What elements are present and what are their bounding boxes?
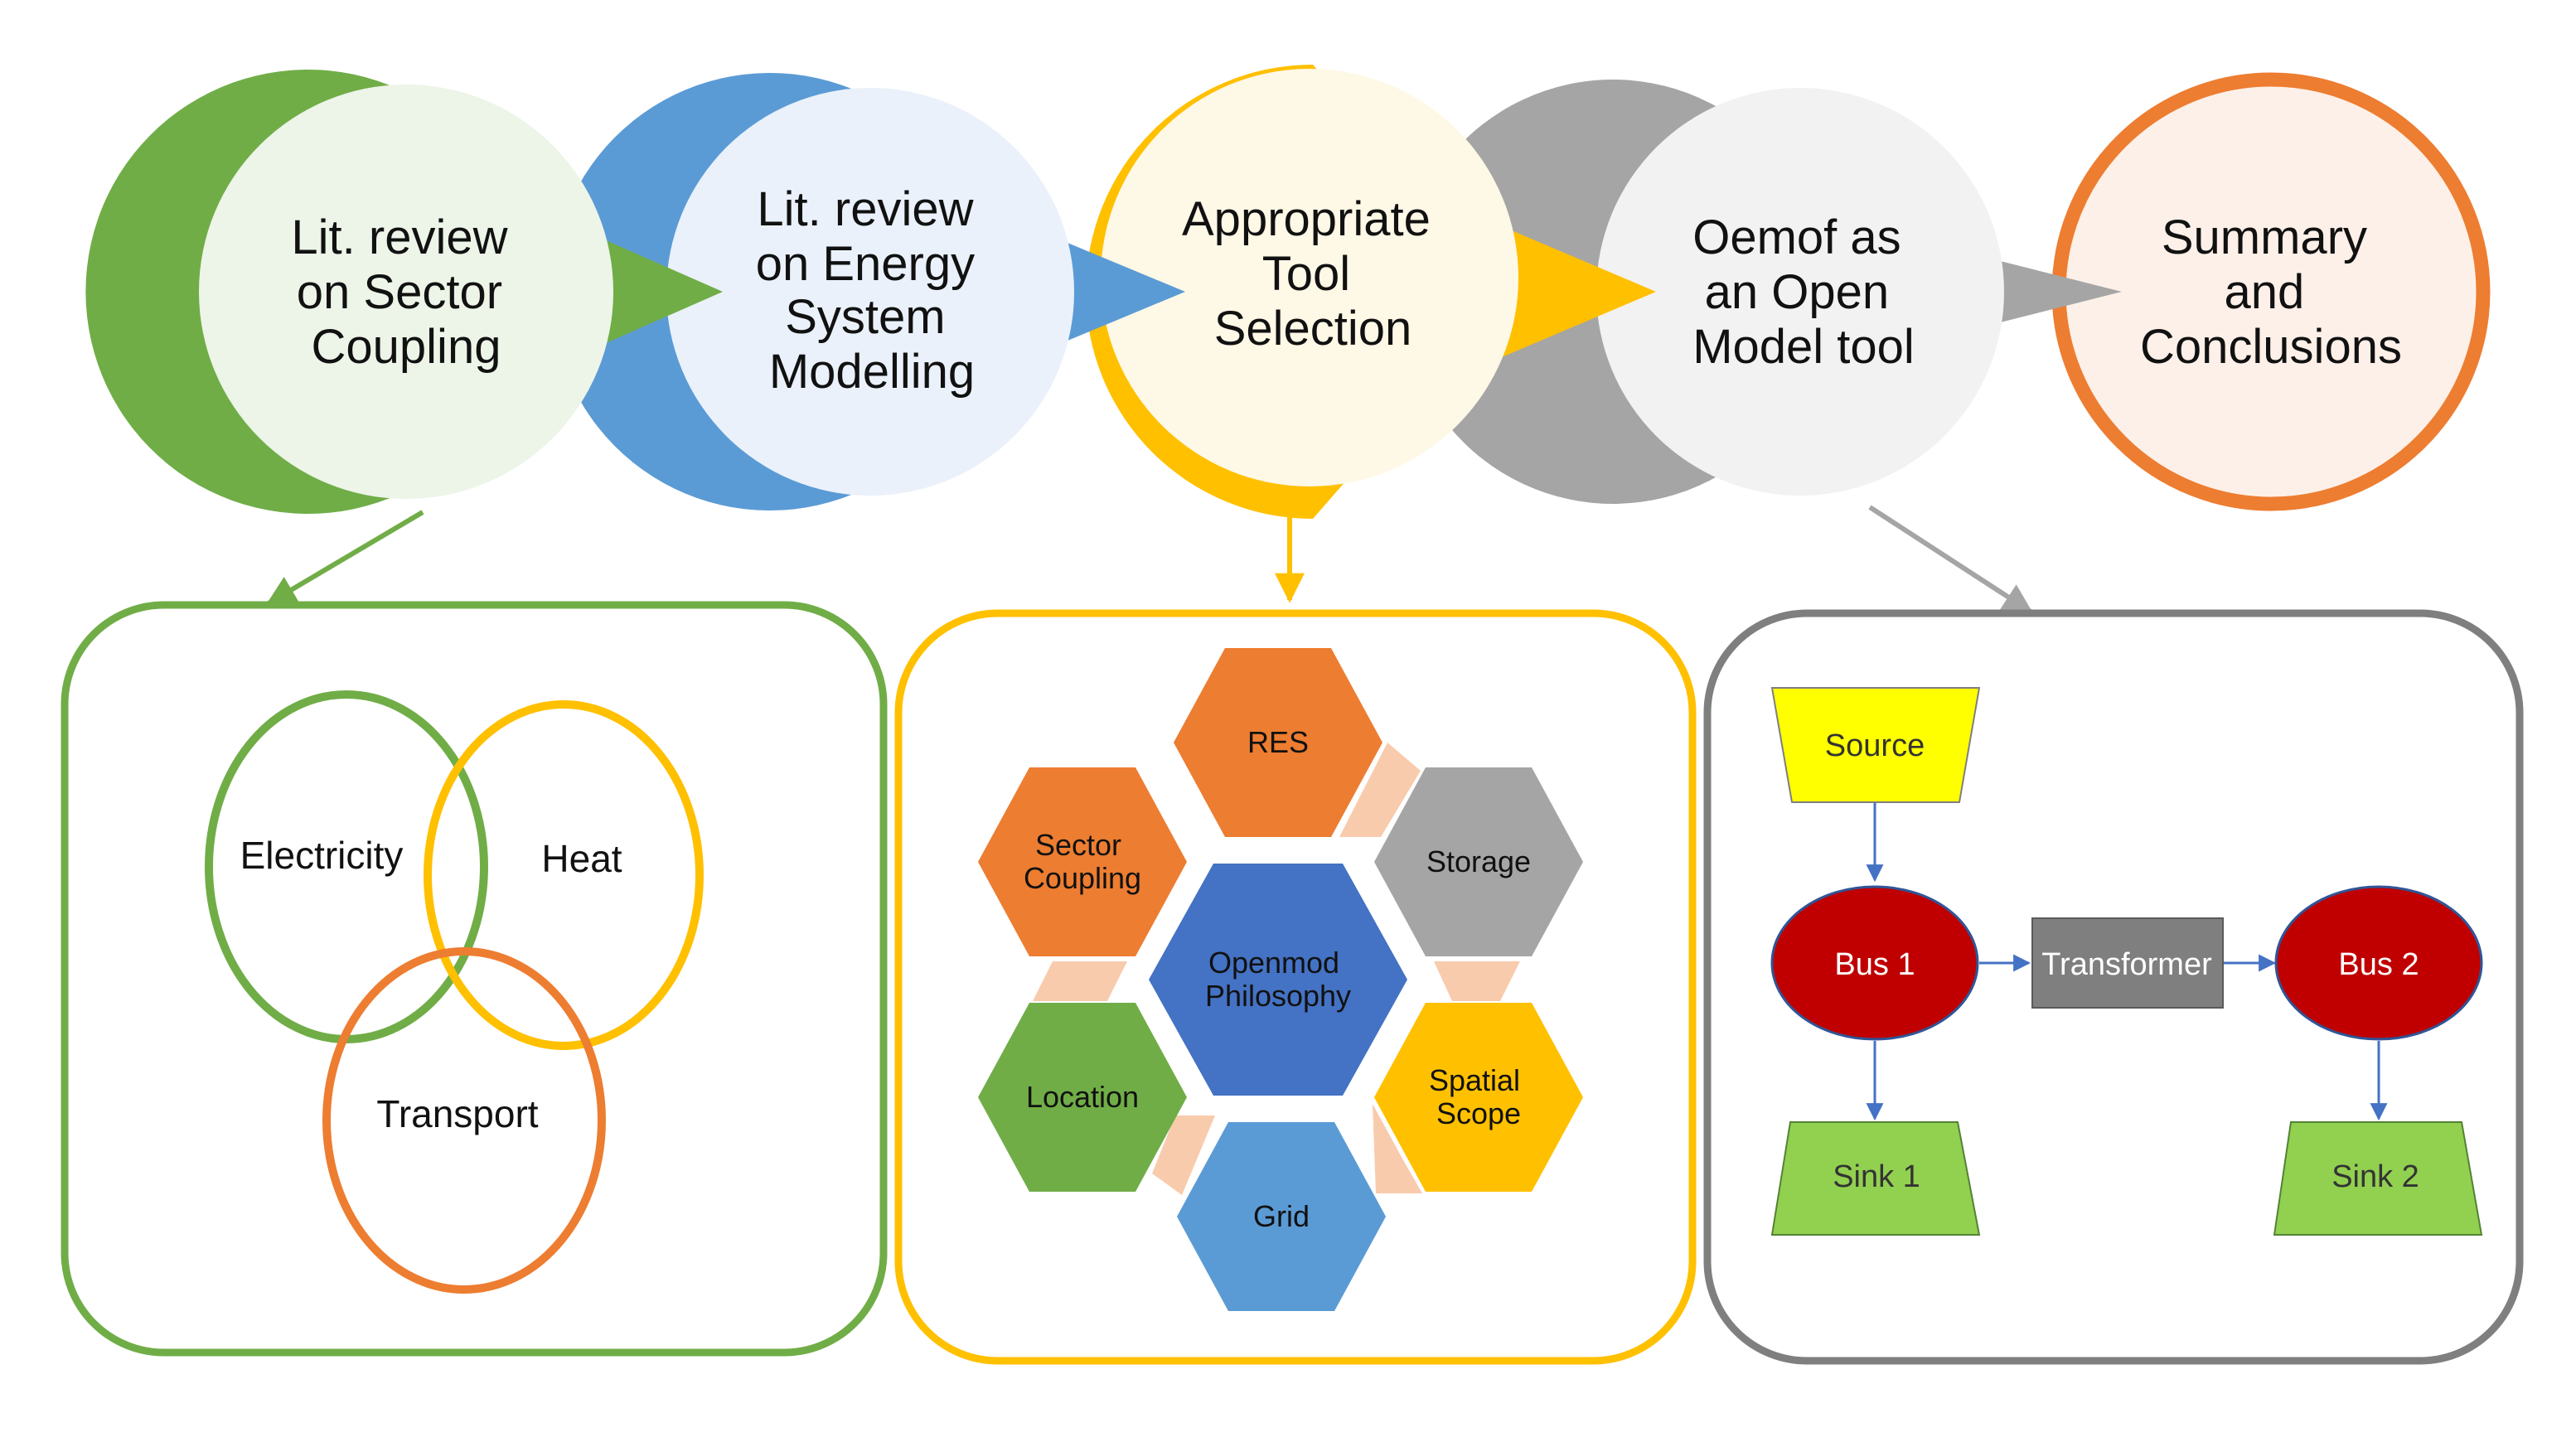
venn-label-heat: Heat — [541, 837, 622, 880]
panel-sector-coupling — [61, 601, 888, 1357]
hexagon-storage — [1374, 767, 1583, 956]
step-3-tool-selection: Appropriate Tool Selection — [1086, 65, 1656, 519]
venn-diagram: Electricity Heat Transport — [205, 690, 704, 1294]
flow-label-bus1: Bus 1 — [1834, 947, 1915, 982]
hexagon-sector-coupling — [978, 767, 1187, 956]
flow-label-transformer: Transformer — [2041, 947, 2212, 982]
step-5-summary: Summary and Conclusions — [2051, 72, 2491, 511]
flow-node-source — [1770, 687, 1981, 803]
step-1-label: Lit. review on Sector Coupling — [291, 210, 521, 374]
hexagon-openmod-philosophy — [1149, 864, 1407, 1096]
step-5-label: Summary and Conclusions — [2140, 210, 2402, 374]
step-3-label: Appropriate Tool Selection — [1182, 192, 1444, 356]
flow-label-source: Source — [1825, 728, 1925, 763]
hexagon-res — [1174, 648, 1382, 837]
flow-node-bus2 — [2274, 885, 2483, 1041]
flow-node-bus1 — [1770, 885, 1979, 1041]
hexagon-spatial-scope — [1374, 1003, 1583, 1192]
step-2-energy-modelling: Lit. review on Energy System Modelling — [550, 73, 1185, 511]
connector-arrow-green — [265, 510, 424, 606]
hexagon-location — [978, 1003, 1187, 1192]
hexagon-label-storage: Storage — [1426, 844, 1531, 878]
flow-node-transformer — [2031, 917, 2224, 1009]
connector-res-storage — [1339, 743, 1421, 837]
flow-node-sink1 — [1770, 1121, 1981, 1236]
hexagon-label-spatial-scope: Spatial Scope — [1429, 1063, 1528, 1130]
venn-circle-transport — [322, 947, 606, 1294]
flow-label-bus2: Bus 2 — [2338, 947, 2419, 982]
hexagon-label-grid: Grid — [1253, 1199, 1310, 1233]
venn-label-electricity: Electricity — [240, 834, 404, 877]
venn-circle-heat — [424, 700, 704, 1050]
connector-location-sector — [1033, 961, 1127, 1001]
connector-arrow-gray — [1868, 505, 2034, 614]
flow-label-sink1: Sink 1 — [1833, 1159, 1920, 1194]
connector-grid-location — [1152, 1115, 1215, 1195]
venn-label-transport: Transport — [376, 1092, 538, 1135]
step-4-oemof: Oemof as an Open Model tool — [1401, 79, 2122, 504]
hexagon-label-sector-coupling: Sector Coupling — [1024, 828, 1141, 895]
step-1-sector-coupling: Lit. review on Sector Coupling — [85, 70, 723, 514]
flow-label-sink2: Sink 2 — [2331, 1159, 2419, 1194]
hexagon-cluster: RES Storage Spatial Scope Grid Location … — [978, 648, 1583, 1311]
connector-spatial-grid — [1373, 1104, 1422, 1193]
hexagon-label-res: RES — [1247, 725, 1309, 759]
step-2-label: Lit. review on Energy System Modelling — [756, 182, 989, 399]
connector-storage-spatial — [1434, 961, 1520, 1001]
oemof-flow: Source Bus 1 Transformer Bus 2 Sink 1 Si… — [1770, 687, 2483, 1236]
step-4-label: Oemof as an Open Model tool — [1692, 210, 1915, 374]
hexagon-label-location: Location — [1026, 1080, 1139, 1114]
hexagon-grid — [1177, 1122, 1386, 1311]
flow-node-sink2 — [2273, 1121, 2483, 1236]
hexagon-label-openmod-philosophy: Openmod Philosophy — [1205, 946, 1351, 1013]
